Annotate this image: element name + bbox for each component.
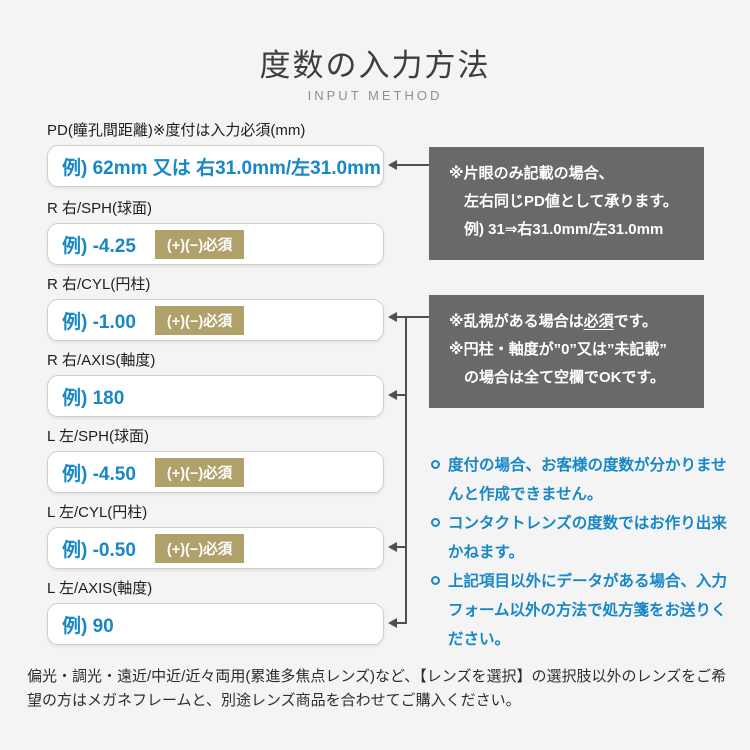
page-subtitle: INPUT METHOD	[307, 88, 443, 103]
l-axis-arrow-head-icon	[388, 618, 397, 628]
field-example-box-l-axis: 例) 90	[47, 603, 384, 645]
field-example-value: 例) 180	[62, 387, 125, 409]
field-example-box-r-axis: 例) 180	[47, 375, 384, 417]
field-l-axis: L 左/AXIS(軸度) 例) 90	[47, 579, 384, 645]
notes-list: 度付の場合、お客様の度数が分かりませんと作成できません。 コンタクトレンズの度数…	[431, 451, 727, 654]
field-example-box-l-sph: 例) -4.50 (+)(−)必須	[47, 451, 384, 493]
field-label-l-cyl: L 左/CYL(円柱)	[47, 504, 148, 521]
required-sign-badge: (+)(−)必須	[154, 533, 245, 563]
l-axis-connector-line	[395, 622, 407, 624]
field-example-value: 例) -0.50	[62, 539, 136, 561]
footer-note: 偏光・調光・遠近/中近/近々両用(累進多焦点レンズ)など、【レンズを選択】の選択…	[27, 668, 727, 709]
field-example-box-r-cyl: 例) -1.00 (+)(−)必須	[47, 299, 384, 341]
list-item: 度付の場合、お客様の度数が分かりませんと作成できません。	[431, 451, 727, 509]
field-example-box-pd: 例) 62mm 又は 右31.0mm/左31.0mm	[47, 145, 384, 187]
field-l-cyl: L 左/CYL(円柱) 例) -0.50 (+)(−)必須	[47, 503, 384, 569]
field-example-box-l-cyl: 例) -0.50 (+)(−)必須	[47, 527, 384, 569]
list-item: コンタクトレンズの度数ではお作り出来かねます。	[431, 509, 727, 567]
required-sign-badge: (+)(−)必須	[154, 229, 245, 259]
l-cyl-arrow-head-icon	[388, 542, 397, 552]
r-axis-arrow-head-icon	[388, 390, 397, 400]
note-text: 上記項目以外にデータがある場合、入力フォーム以外の方法で処方箋をお送りください。	[448, 573, 728, 648]
required-sign-badge: (+)(−)必須	[154, 305, 245, 335]
list-item: 上記項目以外にデータがある場合、入力フォーム以外の方法で処方箋をお送りください。	[431, 567, 727, 654]
pd-note-line2: 左右同じPD値として承ります。	[464, 193, 678, 210]
cyl-axis-note-callout: ※乱視がある場合は必須です。 ※円柱・軸度が”0”又は”未記載” の場合は全て空…	[429, 295, 704, 408]
pd-note-callout: ※片眼のみ記載の場合、 左右同じPD値として承ります。 例) 31⇒右31.0m…	[429, 147, 704, 260]
pd-arrow-head-icon	[388, 160, 397, 170]
field-label-r-cyl: R 右/CYL(円柱)	[47, 276, 151, 293]
page-title: 度数の入力方法	[259, 48, 491, 83]
field-example-value: 例) -1.00	[62, 311, 136, 333]
cyl-note-line1: ※乱視がある場合は必須です。	[449, 313, 658, 330]
required-sign-badge: (+)(−)必須	[154, 457, 245, 487]
cyl-note-line2: ※円柱・軸度が”0”又は”未記載”	[449, 341, 667, 358]
cyl-connector-vertical-line	[405, 316, 407, 624]
field-label-l-sph: L 左/SPH(球面)	[47, 428, 149, 445]
field-example-box-r-sph: 例) -4.25 (+)(−)必須	[47, 223, 384, 265]
cyl-note-line3: の場合は全て空欄でOKです。	[464, 369, 666, 386]
l-cyl-connector-line	[395, 546, 407, 548]
r-cyl-arrow-head-icon	[388, 312, 397, 322]
field-l-sph: L 左/SPH(球面) 例) -4.50 (+)(−)必須	[47, 427, 384, 493]
field-pd: PD(瞳孔間距離)※度付は入力必須(mm) 例) 62mm 又は 右31.0mm…	[47, 121, 384, 187]
field-r-axis: R 右/AXIS(軸度) 例) 180	[47, 351, 384, 417]
field-label-r-sph: R 右/SPH(球面)	[47, 200, 153, 217]
field-r-sph: R 右/SPH(球面) 例) -4.25 (+)(−)必須	[47, 199, 384, 265]
circle-bullet-icon	[431, 518, 440, 527]
field-r-cyl: R 右/CYL(円柱) 例) -1.00 (+)(−)必須	[47, 275, 384, 341]
cyl-connector-top-line	[395, 316, 429, 318]
field-example-value: 例) -4.50	[62, 463, 136, 485]
circle-bullet-icon	[431, 460, 440, 469]
field-example-value: 例) 90	[62, 615, 114, 637]
field-label-r-axis: R 右/AXIS(軸度)	[47, 352, 156, 369]
pd-note-line3: 例) 31⇒右31.0mm/左31.0mm	[464, 221, 664, 238]
field-label-pd: PD(瞳孔間距離)※度付は入力必須(mm)	[47, 122, 306, 139]
field-example-value: 例) 62mm 又は 右31.0mm/左31.0mm	[62, 157, 381, 179]
circle-bullet-icon	[431, 576, 440, 585]
field-example-value: 例) -4.25	[62, 235, 136, 257]
note-text: コンタクトレンズの度数ではお作り出来かねます。	[448, 515, 727, 561]
pd-arrow-line	[395, 164, 429, 166]
note-text: 度付の場合、お客様の度数が分かりませんと作成できません。	[448, 457, 727, 503]
field-label-l-axis: L 左/AXIS(軸度)	[47, 580, 153, 597]
pd-note-line1: ※片眼のみ記載の場合、	[449, 165, 614, 182]
r-axis-connector-line	[395, 394, 407, 396]
